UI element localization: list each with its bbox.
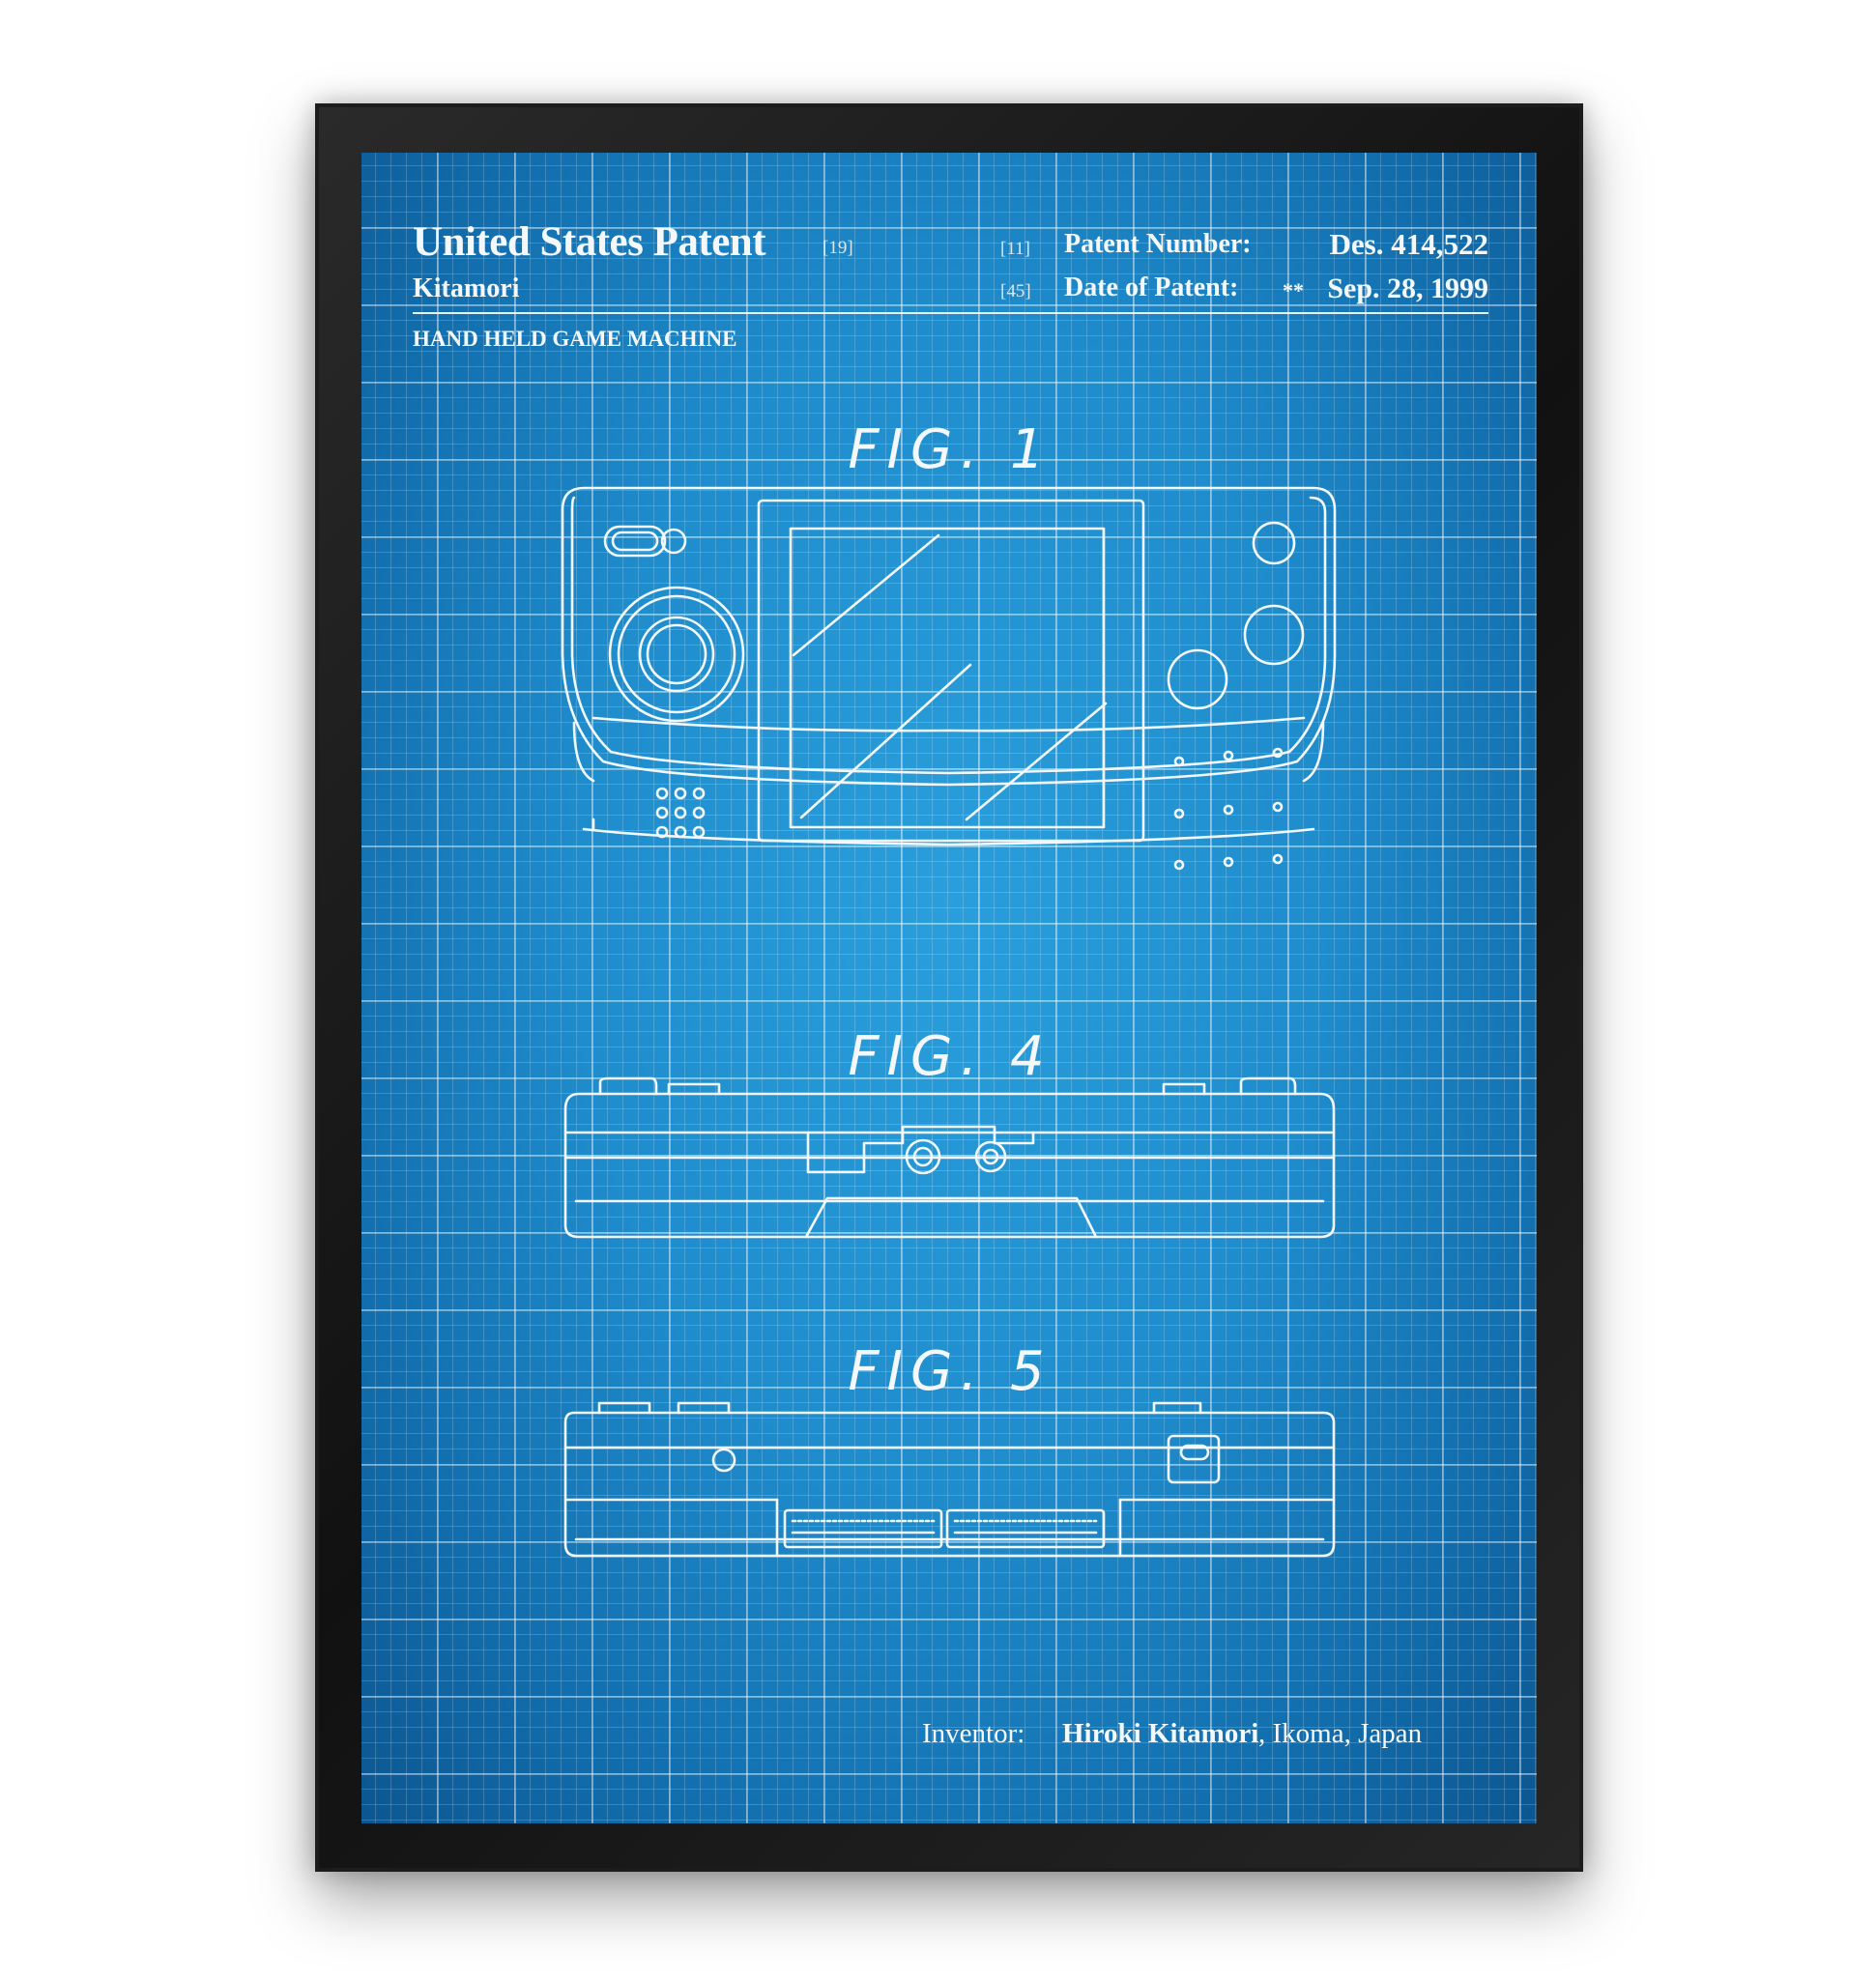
patent-number-label: Patent Number: <box>1064 229 1252 259</box>
patent-drawings <box>561 486 1337 1558</box>
title-code: [19] <box>823 238 853 258</box>
fig-1-label: FIG. 1 <box>848 418 1053 481</box>
patent-number: Des. 414,522 <box>1329 227 1488 261</box>
invention-title: HAND HELD GAME MACHINE <box>413 327 737 351</box>
header-divider <box>413 312 1488 314</box>
fig-1-front-view <box>561 486 1337 871</box>
blueprint-print: United States Patent [19] [11] Patent Nu… <box>361 153 1537 1823</box>
patent-title: United States Patent <box>413 219 766 265</box>
inventor-short: Kitamori <box>413 273 520 303</box>
fig-5-label: FIG. 5 <box>848 1340 1053 1403</box>
date-label: Date of Patent: <box>1064 272 1239 302</box>
inventor-name: Hiroki Kitamori <box>1062 1718 1259 1749</box>
patent-date: Sep. 28, 1999 <box>1327 272 1488 304</box>
speaker-holes <box>655 747 1284 871</box>
inventor-location: , Ikoma, Japan <box>1258 1718 1423 1749</box>
inventor-label: Inventor: <box>922 1718 1025 1749</box>
date-marker: ** <box>1283 278 1304 302</box>
date-code: [45] <box>1000 281 1031 301</box>
blueprint-grid <box>361 153 1537 1823</box>
fig-5-rear-view <box>563 1401 1336 1558</box>
fig-4-side-view <box>563 1076 1336 1239</box>
patent-number-code: [11] <box>1000 239 1030 259</box>
fig-4-label: FIG. 4 <box>848 1025 1053 1088</box>
